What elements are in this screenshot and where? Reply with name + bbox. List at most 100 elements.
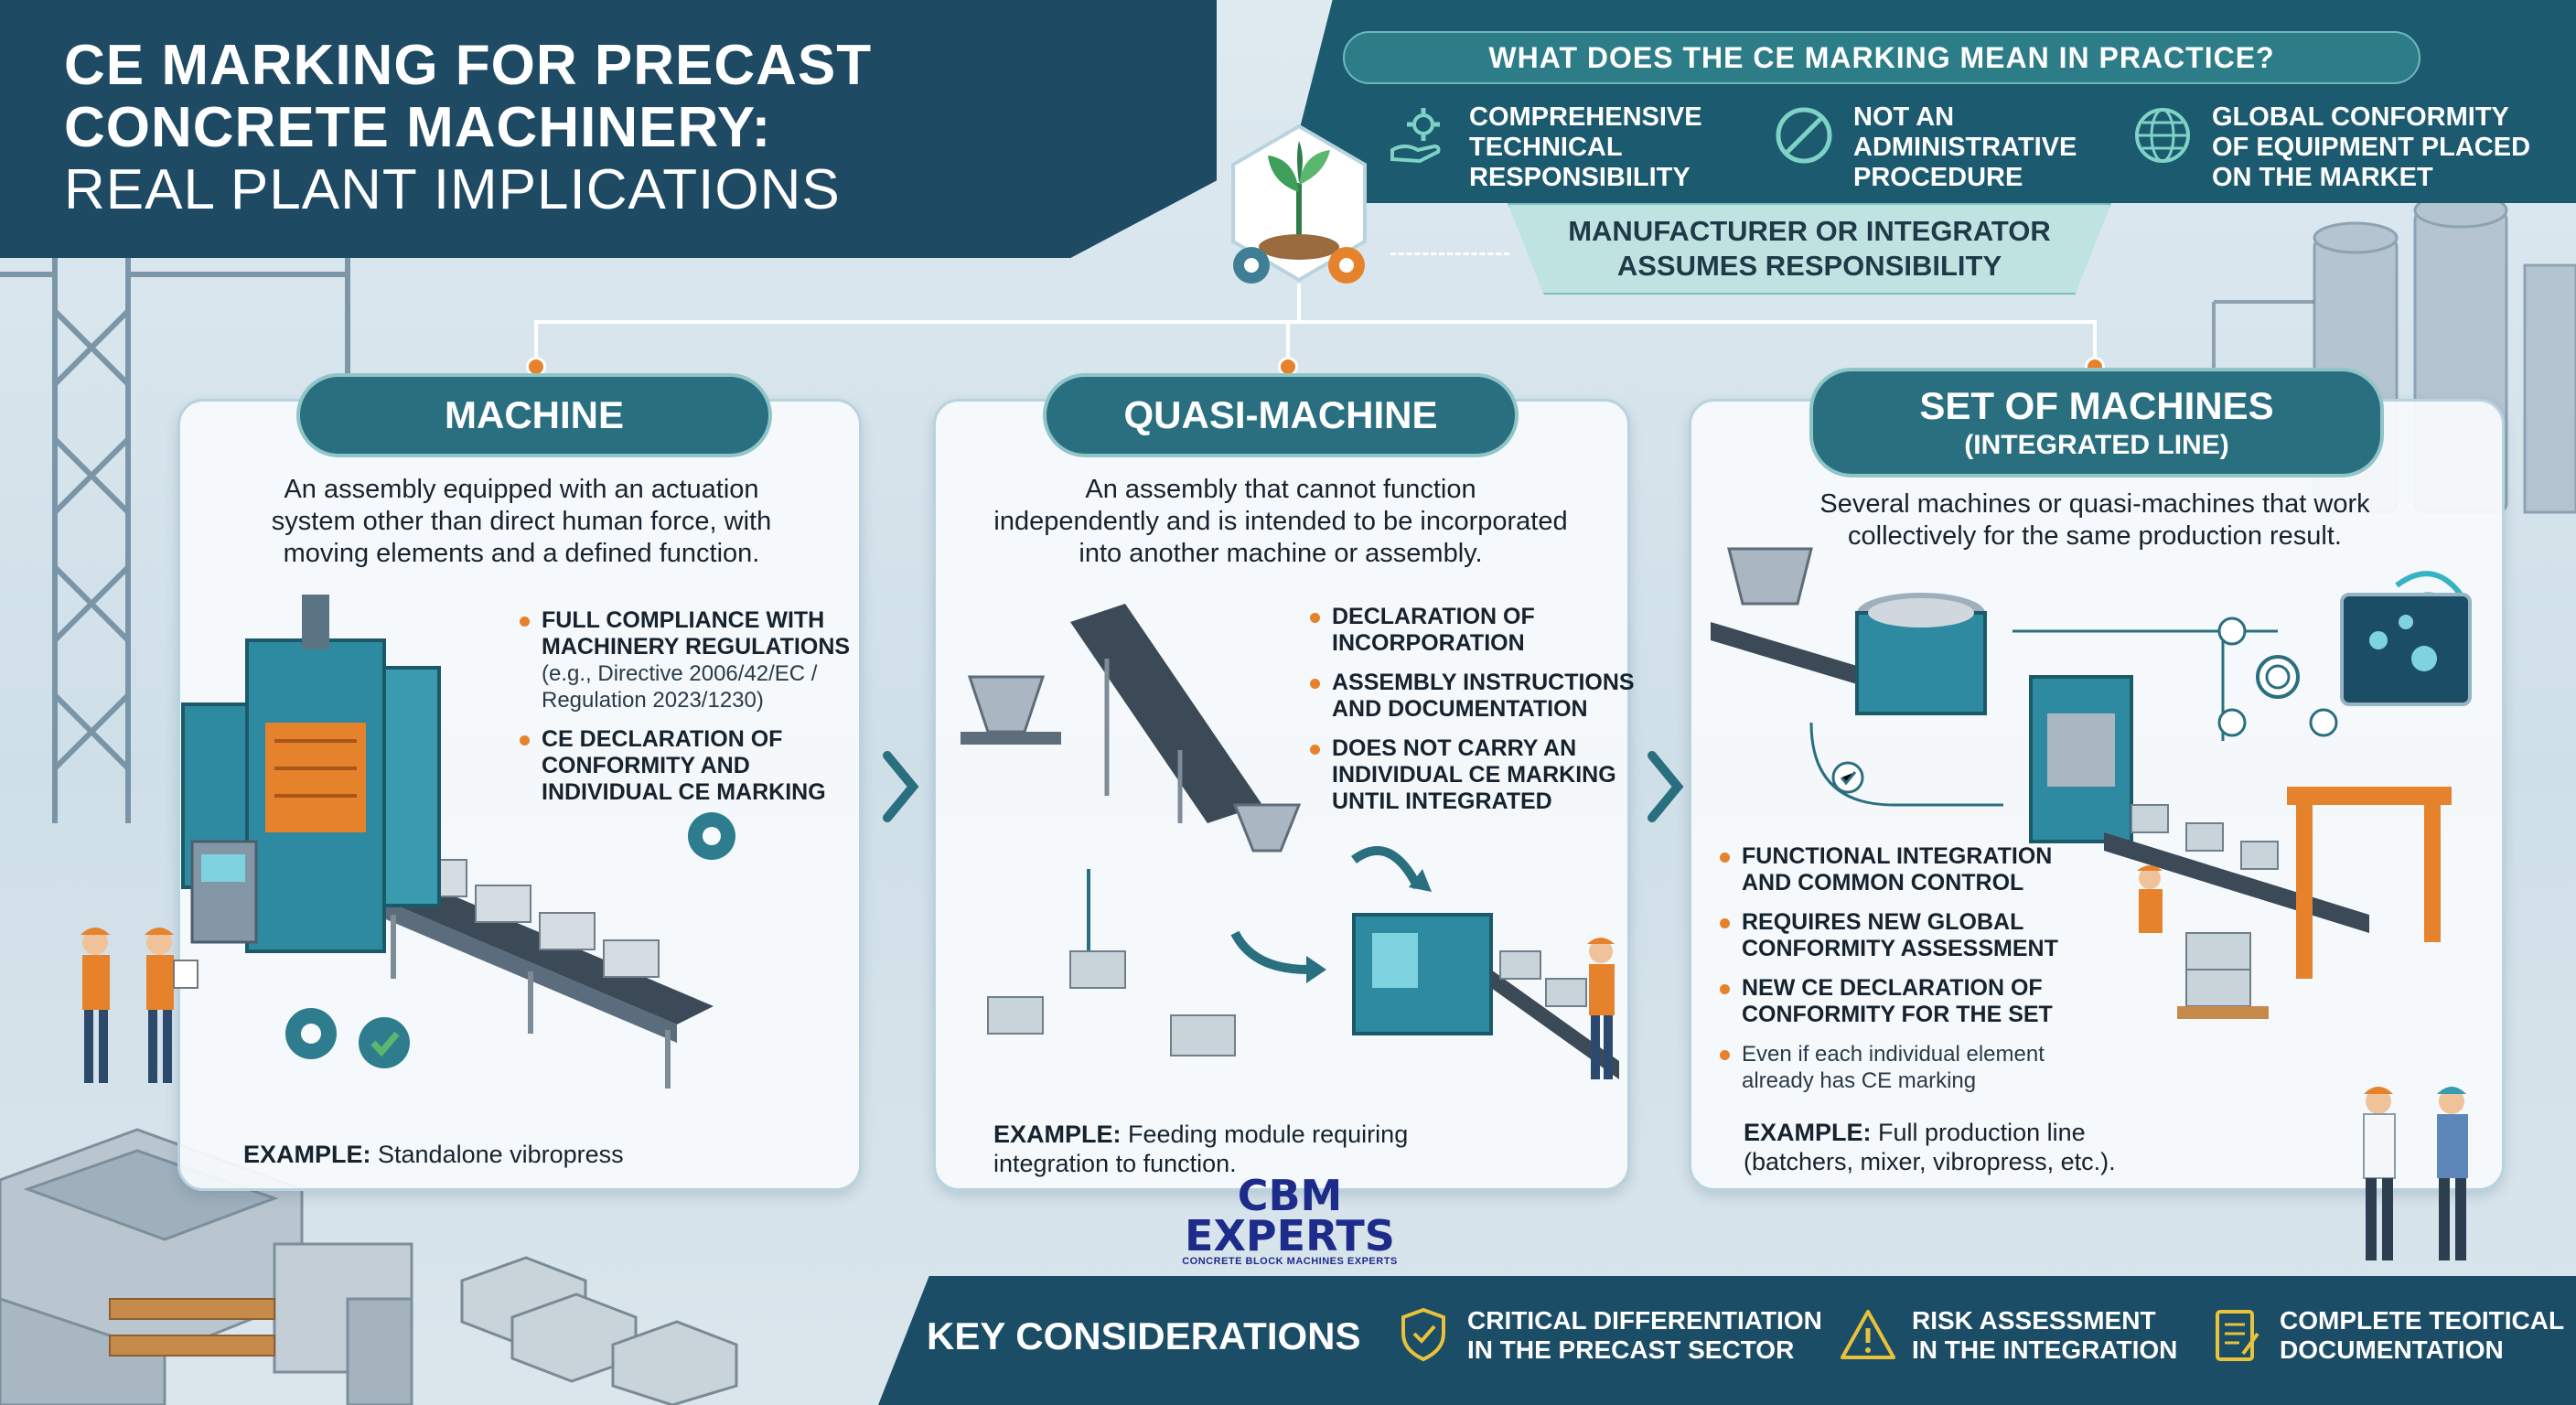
bullet-text: UNTIL INTEGRATED <box>1332 788 1552 814</box>
bullet-note: (e.g., Directive 2006/42/EC / <box>542 661 818 686</box>
chevron-right-icon <box>1648 751 1684 822</box>
shield-network-icon <box>1401 1307 1445 1362</box>
example-label: EXAMPLE: <box>1744 1119 1872 1146</box>
description-line: Several machines or quasi-machines that … <box>1819 489 2370 519</box>
warning-triangle-icon <box>1841 1310 1895 1359</box>
practice-item-line: OF EQUIPMENT PLACED <box>2212 133 2531 162</box>
key-item-line: IN THE INTEGRATION <box>1912 1335 2178 1364</box>
bullet-text: INDIVIDUAL CE MARKING <box>1332 762 1616 788</box>
bullet-item: DECLARATION OF INCORPORATION <box>1310 604 1639 657</box>
page-title-line-1: CE MARKING FOR PRECAST <box>64 34 873 97</box>
quasi-machine-example: EXAMPLE: Feeding module requiring integr… <box>993 1120 1408 1178</box>
description-line: moving elements and a defined function. <box>283 539 760 568</box>
bullet-text: CONFORMITY AND <box>542 753 750 778</box>
vibropress-illustration <box>181 595 735 1089</box>
example-text: Standalone vibropress <box>370 1141 624 1168</box>
prohibited-icon <box>1776 107 1832 164</box>
bullet-text: AND DOCUMENTATION <box>1332 696 1588 722</box>
machine-description: An assembly equipped with an actuation s… <box>201 474 842 570</box>
bullet-item: ASSEMBLY INSTRUCTIONS AND DOCUMENTATION <box>1310 670 1639 723</box>
description-line: An assembly equipped with an actuation <box>284 475 759 504</box>
globe-icon <box>2135 108 2190 163</box>
responsibility-line: MANUFACTURER OR INTEGRATOR <box>1568 215 2051 247</box>
set-of-machines-example: EXAMPLE: Full production line (batchers,… <box>1744 1118 2116 1176</box>
key-considerations-title: KEY CONSIDERATIONS <box>927 1314 1361 1357</box>
bullet-text: AND COMMON CONTROL <box>1742 870 2024 896</box>
description-line: independently and is intended to be inco… <box>993 507 1568 536</box>
bullet-item: FUNCTIONAL INTEGRATION AND COMMON CONTRO… <box>1720 843 2122 896</box>
responsibility-line: ASSUMES RESPONSIBILITY <box>1616 250 2002 282</box>
key-item-line: CRITICAL DIFFERENTIATION <box>1467 1306 1822 1335</box>
bullet-text: ASSEMBLY INSTRUCTIONS <box>1332 670 1635 695</box>
bullet-item: Even if each individual element already … <box>1720 1041 2122 1094</box>
description-line: collectively for the same production res… <box>1848 521 2342 551</box>
title-panel <box>0 0 1217 258</box>
practice-item-line: GLOBAL CONFORMITY <box>2212 102 2509 132</box>
bullet-text: INDIVIDUAL CE MARKING <box>542 779 826 805</box>
practice-item-line: PROCEDURE <box>1853 163 2023 192</box>
bullet-note: Even if each individual element <box>1742 1042 2045 1067</box>
connector-middle <box>1286 320 1290 366</box>
example-text: Feeding module requiring <box>1121 1121 1409 1148</box>
practice-item-line: ON THE MARKET <box>2212 163 2433 192</box>
bullet-text: FUNCTIONAL INTEGRATION <box>1742 843 2053 869</box>
practice-item-line: COMPREHENSIVE <box>1469 102 1702 132</box>
bullet-text: CONFORMITY ASSESSMENT <box>1742 936 2058 961</box>
key-item-line: IN THE PRECAST SECTOR <box>1467 1335 1795 1364</box>
quasi-title-text: QUASI-MACHINE <box>1123 393 1438 436</box>
feeding-module-illustration <box>961 604 1619 1079</box>
document-icon <box>2216 1310 2259 1361</box>
practice-item-line: TECHNICAL <box>1469 133 1623 162</box>
machine-bullets: FULL COMPLIANCE WITH MACHINERY REGULATIO… <box>520 607 867 819</box>
bullet-note: Regulation 2023/1230) <box>542 688 764 713</box>
connector-vertical-center <box>1297 284 1301 324</box>
example-label: EXAMPLE: <box>993 1121 1122 1148</box>
bullet-text: INCORPORATION <box>1332 630 1525 656</box>
bullet-text: NEW CE DECLARATION OF <box>1742 975 2043 1001</box>
quasi-machine-card <box>933 399 1630 1191</box>
set-of-machines-bullets: FUNCTIONAL INTEGRATION AND COMMON CONTRO… <box>1720 843 2122 1107</box>
logo-line: CBM <box>1237 1171 1343 1220</box>
bullet-text: MACHINERY REGULATIONS <box>542 634 851 660</box>
set-subtitle-text: (INTEGRATED LINE) <box>1964 430 2229 460</box>
connector-left <box>534 320 538 366</box>
bullet-item: CE DECLARATION OF CONFORMITY AND INDIVID… <box>520 726 867 806</box>
quasi-machine-card-title: QUASI-MACHINE <box>1043 373 1519 457</box>
logo-line: EXPERTS <box>1185 1211 1395 1260</box>
engineers-illustration <box>2363 1087 2468 1260</box>
quasi-machine-bullets: DECLARATION OF INCORPORATION ASSEMBLY IN… <box>1310 604 1639 828</box>
bullet-item: NEW CE DECLARATION OF CONFORMITY FOR THE… <box>1720 975 2122 1028</box>
example-text: (batchers, mixer, vibropress, etc.). <box>1744 1148 2116 1175</box>
practice-item-line: NOT AN <box>1853 102 1955 132</box>
key-item-line: RISK ASSESSMENT <box>1912 1306 2156 1335</box>
connector-horizontal <box>534 320 2097 324</box>
description-line: An assembly that cannot function <box>1085 475 1476 504</box>
bullet-item: FULL COMPLIANCE WITH MACHINERY REGULATIO… <box>520 607 867 713</box>
page-subtitle: REAL PLANT IMPLICATIONS <box>64 158 841 221</box>
logo-tagline: CONCRETE BLOCK MACHINES EXPERTS <box>1182 1256 1398 1267</box>
practice-item-line: RESPONSIBILITY <box>1469 163 1690 192</box>
quasi-machine-description: An assembly that cannot function indepen… <box>942 474 1619 570</box>
practice-question: WHAT DOES THE CE MARKING MEAN IN PRACTIC… <box>1343 31 2420 84</box>
set-title-text: SET OF MACHINES <box>1919 384 2274 427</box>
machine-card-title: MACHINE <box>296 373 772 457</box>
bullet-text: CE DECLARATION OF <box>542 726 783 752</box>
description-line: into another machine or assembly. <box>1079 539 1483 568</box>
bullet-text: FULL COMPLIANCE WITH <box>542 607 825 633</box>
bullet-item: REQUIRES NEW GLOBAL CONFORMITY ASSESSMEN… <box>1720 909 2122 962</box>
practice-item-line: ADMINISTRATIVE <box>1853 133 2077 162</box>
machine-example: EXAMPLE: Standalone vibropress <box>243 1140 624 1169</box>
set-of-machines-card-title: SET OF MACHINES (INTEGRATED LINE) <box>1809 368 2384 477</box>
plant-gears-emblem <box>1231 123 1367 284</box>
dashed-connector <box>1390 252 1509 255</box>
connector-right <box>2093 320 2097 366</box>
bullet-text: DOES NOT CARRY AN <box>1332 735 1577 761</box>
bullet-text: REQUIRES NEW GLOBAL <box>1742 909 2024 935</box>
key-item-line: COMPLETE TEOITICAL <box>2280 1306 2565 1335</box>
gear-hand-icon <box>1390 108 1441 164</box>
